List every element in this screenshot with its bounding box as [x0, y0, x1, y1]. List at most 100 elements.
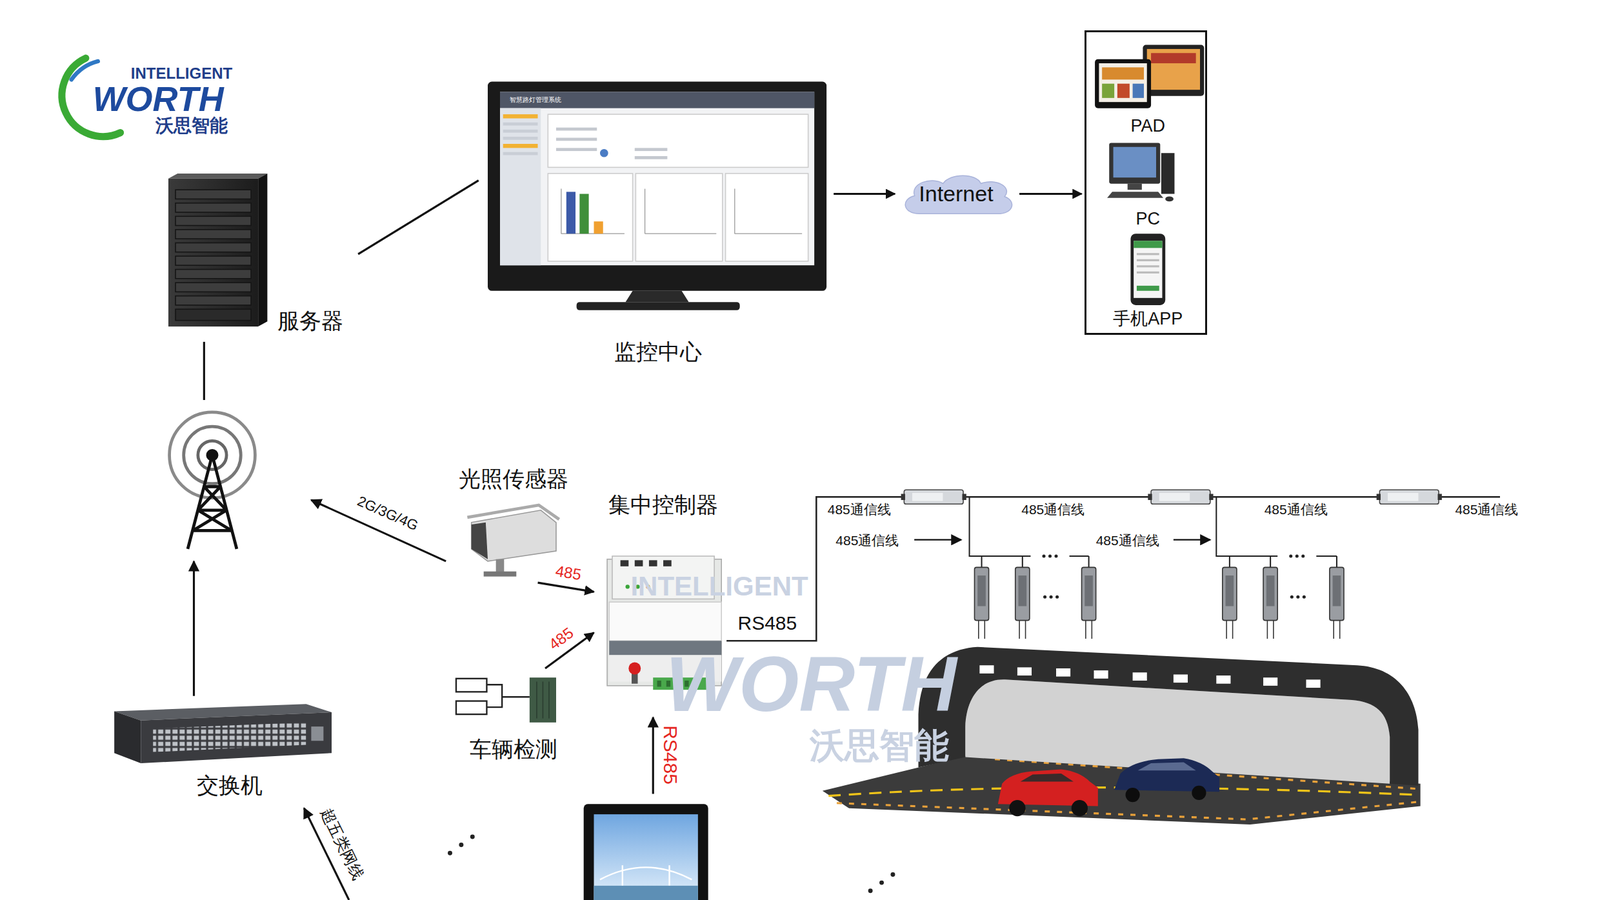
monitor-screen [725, 173, 809, 262]
node-label: 车辆检测 [469, 737, 558, 763]
car-blue [1114, 758, 1220, 792]
lamp-driver [1222, 556, 1237, 639]
monitor-screen [547, 173, 633, 262]
server-rack [175, 296, 251, 306]
detector-device [486, 684, 530, 708]
detector-device [529, 677, 557, 723]
ellipsis-dots [1049, 595, 1053, 599]
switch-node: 交换机 [107, 700, 337, 802]
car-red [1020, 773, 1074, 782]
tablet-icons [1150, 52, 1197, 64]
monitor-screen [556, 138, 597, 142]
watermark: 沃思智能 [809, 727, 950, 763]
controller-device [657, 680, 662, 687]
lamp-driver [1329, 556, 1344, 639]
monitor-screen [634, 156, 668, 160]
server-rack [175, 229, 251, 239]
ellipsis-dots [1055, 595, 1059, 599]
monitor-screen [734, 189, 735, 235]
layout-wire [914, 538, 962, 540]
node-label: 交换机 [196, 772, 263, 799]
switch-device [152, 722, 306, 753]
detector-device [536, 681, 538, 719]
tunnel-road [1132, 672, 1148, 681]
server-node: 服务器 [161, 168, 356, 340]
watermark: WORTH [665, 645, 957, 723]
controller-device [634, 560, 644, 566]
monitor-screen [556, 127, 597, 131]
monitor-screen [487, 81, 827, 291]
controller-device [649, 560, 658, 566]
bus-module [901, 489, 1442, 504]
node-label: 服务器 [277, 309, 344, 335]
tablet-icons [1094, 59, 1151, 109]
detector-device [456, 677, 557, 723]
wire-label: 485通信线 [1021, 502, 1085, 517]
ellipsis-dots [890, 872, 895, 877]
pc-icon [1161, 152, 1175, 194]
node-label: 手机APP [1112, 309, 1183, 330]
sensor-device [471, 522, 488, 560]
monitor-screen [579, 194, 589, 235]
sensor-device [467, 505, 559, 520]
server-rack [175, 256, 251, 266]
car-blue [1114, 758, 1220, 802]
logo-chinese: 沃思智能 [155, 116, 228, 135]
monitor-screen [625, 290, 690, 302]
tunnel-road [1305, 679, 1320, 688]
layout-wire [192, 561, 195, 697]
tablet-icons [1142, 45, 1204, 97]
tablet-icons [1094, 45, 1204, 109]
server-rack [175, 189, 251, 199]
lamp-driver [1081, 556, 1097, 639]
tunnel-road [979, 665, 994, 674]
connector-line [1019, 192, 1082, 195]
switch-device [310, 726, 324, 741]
ellipsis-dots [1048, 554, 1052, 558]
layout-wire [203, 341, 206, 400]
client-device-box: PADPC手机APP [1084, 30, 1208, 335]
sensor-node: 光照传感器 [449, 463, 580, 580]
node-label: PAD [1130, 116, 1166, 137]
server-rack [175, 203, 251, 213]
tunnel-road [1216, 675, 1231, 684]
ellipsis-dots [447, 850, 453, 856]
tablet-icons [1147, 49, 1200, 90]
tunnel-road [1173, 674, 1188, 683]
monitor-screen [645, 233, 717, 235]
bus-label: RS485 [738, 613, 798, 633]
sensor-device [483, 571, 517, 577]
ellipsis-dots [868, 888, 873, 893]
monitor-screen [500, 91, 815, 266]
ellipsis-dots [1043, 595, 1047, 599]
controller-device [625, 584, 630, 589]
layout-wire [1216, 496, 1337, 557]
server-rack [175, 282, 251, 292]
pc-icon [1127, 183, 1142, 190]
pc-icon [1107, 142, 1175, 202]
pc-icon [1109, 142, 1160, 184]
server-rack [175, 242, 251, 252]
detector-device [542, 681, 544, 719]
touch-screen [621, 865, 624, 886]
touch-screen [583, 803, 709, 900]
controller-device [609, 601, 722, 641]
layout-wire [969, 496, 1090, 557]
phone-icon [1136, 285, 1160, 291]
cell-tower [169, 412, 256, 499]
ellipsis-dots [879, 880, 884, 886]
monitor-screen [503, 143, 539, 148]
monitor-screen [634, 147, 668, 151]
monitor-screen [734, 233, 802, 235]
detector-device [548, 681, 550, 719]
layout-wire [1173, 538, 1211, 540]
phone-icon [1136, 259, 1160, 262]
link-label: 2G/3G/4G [355, 493, 421, 533]
sensor-device [467, 505, 559, 577]
node-label: 光照传感器 [458, 467, 569, 493]
ellipsis-dots [1289, 554, 1293, 558]
monitor-screen [566, 191, 576, 234]
cell-tower [187, 454, 237, 550]
